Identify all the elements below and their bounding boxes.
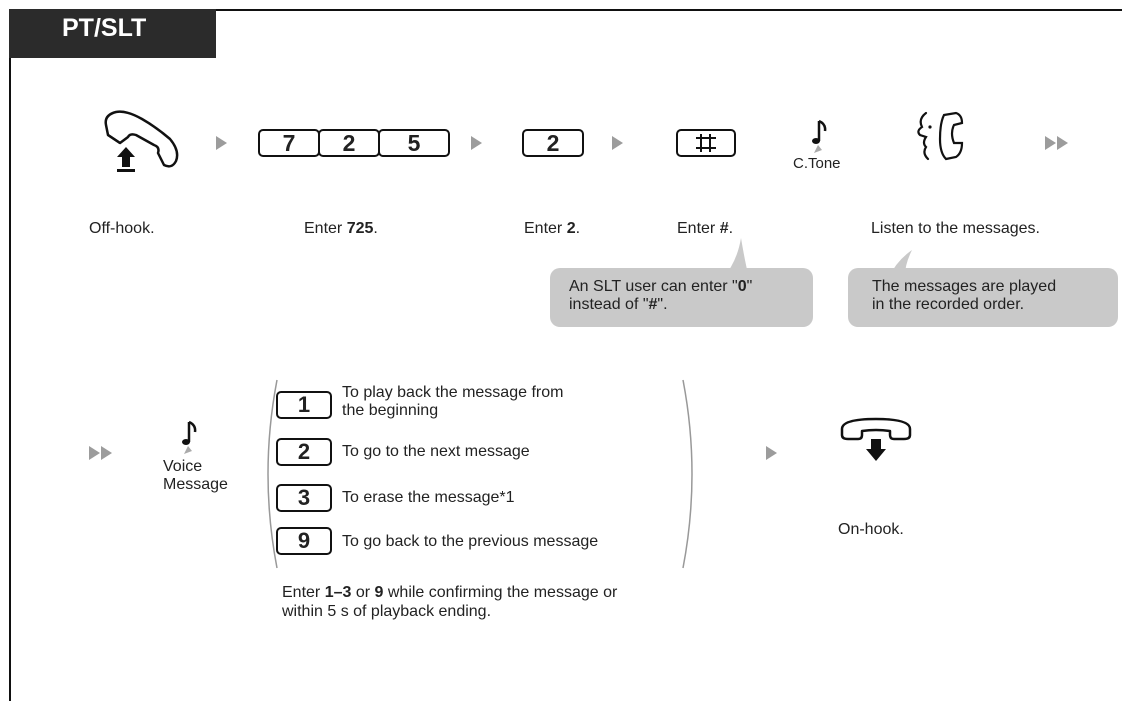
voice-message-label: Voice Message — [163, 458, 228, 493]
enter-feature-code-label: Enter 725. — [304, 220, 378, 237]
double-arrow-icon-a — [89, 446, 100, 460]
off-hook-label: Off-hook. — [89, 220, 155, 237]
on-hook-icon — [840, 417, 912, 461]
confirmation-tone-icon — [812, 119, 827, 153]
section-tab: PT/SLT — [9, 9, 216, 58]
left-parenthesis — [267, 379, 278, 569]
key-hash — [676, 129, 736, 157]
double-arrow-icon-b — [101, 446, 112, 460]
option-previous-message: To go back to the previous message — [342, 533, 599, 550]
arrow-icon — [766, 446, 777, 460]
ctone-label: C.Tone — [793, 155, 841, 172]
key-5: 5 — [378, 129, 450, 157]
arrow-icon — [471, 136, 482, 150]
order-note-bubble: The messages are played in the recorded … — [848, 268, 1118, 327]
option-key-9: 9 — [276, 527, 332, 555]
double-arrow-icon-b — [1057, 136, 1068, 150]
instruction-text: Enter 1–3 or 9 while confirming the mess… — [282, 584, 618, 620]
option-erase-message: To erase the message*1 — [342, 489, 515, 506]
slt-note-line2: instead of "#". — [569, 296, 668, 313]
right-parenthesis — [682, 379, 693, 569]
arrow-icon — [216, 136, 227, 150]
option-next-message: To go to the next message — [342, 443, 530, 460]
frame-left-border — [9, 9, 11, 701]
voice-message-tone-icon — [182, 420, 197, 454]
order-note-line1: The messages are played — [872, 278, 1057, 295]
feature-code-keys: 7 2 5 — [258, 129, 450, 157]
option-play-beginning: To play back the message from the beginn… — [342, 384, 564, 419]
enter-mailbox-label: Enter 2. — [524, 220, 581, 237]
off-hook-icon — [104, 110, 179, 172]
slt-note-bubble: An SLT user can enter "0" instead of "#"… — [550, 268, 813, 327]
on-hook-label: On-hook. — [838, 521, 904, 538]
key-mailbox-2: 2 — [522, 129, 584, 157]
key-2: 2 — [318, 129, 380, 157]
enter-hash-label: Enter #. — [677, 220, 734, 237]
double-arrow-icon-a — [1045, 136, 1056, 150]
option-key-3: 3 — [276, 484, 332, 512]
option-key-2: 2 — [276, 438, 332, 466]
frame-top-border — [9, 9, 1122, 11]
arrow-icon — [612, 136, 623, 150]
key-7: 7 — [258, 129, 320, 157]
listen-icon — [917, 111, 964, 161]
option-key-1: 1 — [276, 391, 332, 419]
hash-key-icon — [696, 134, 716, 152]
slt-note-line1: An SLT user can enter "0" — [569, 278, 753, 295]
order-note-line2: in the recorded order. — [872, 296, 1025, 313]
listen-label: Listen to the messages. — [871, 220, 1040, 237]
